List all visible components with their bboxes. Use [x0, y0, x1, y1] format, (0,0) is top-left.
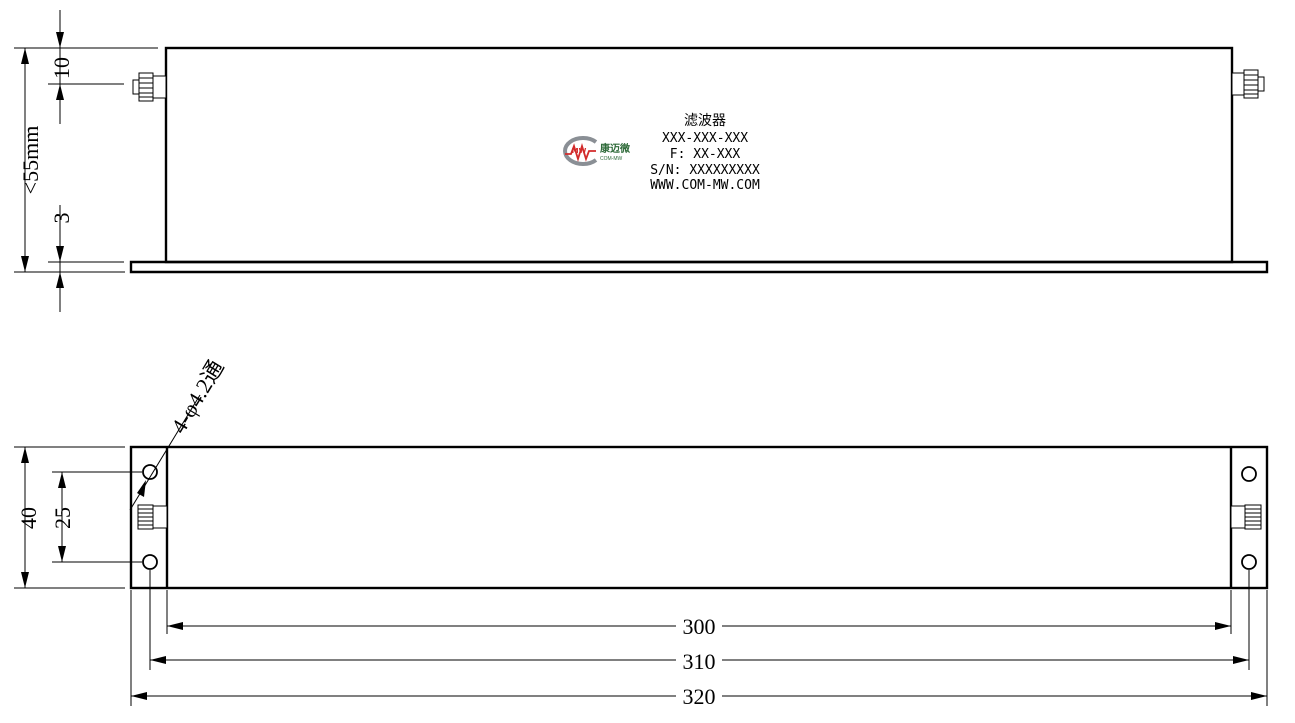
- logo-mark: MW: [572, 147, 587, 155]
- dim-hole-pitch-length: 310: [150, 649, 1249, 674]
- logo-wave: [565, 142, 596, 163]
- side-right-connector: [1231, 69, 1265, 99]
- dim-body-length-text: 300: [683, 614, 716, 639]
- label-model: XXX-XXX-XXX: [662, 131, 748, 146]
- dim-flange-thickness: 3: [48, 205, 124, 312]
- side-left-connector: [132, 72, 167, 102]
- logo-name: 康迈微: [600, 142, 631, 155]
- top-view-outline: [129, 445, 1269, 590]
- mounting-hole-top-left: [142, 464, 158, 480]
- label-serial: S/N: XXXXXXXXX: [650, 163, 760, 178]
- label-title: 滤波器: [684, 113, 726, 129]
- dim-hole-spacing-text: 25: [50, 507, 75, 529]
- dim-body-length: 300: [167, 614, 1231, 639]
- logo-ring: [563, 136, 598, 166]
- top-left-connector: [137, 504, 168, 530]
- side-view-flange: [129, 260, 1269, 274]
- product-label: 滤波器 XXX-XXX-XXX F: XX-XXX S/N: XXXXXXXXX…: [650, 113, 760, 193]
- dim-hole-pitch-length-text: 310: [683, 649, 716, 674]
- dim-overall-length: 320: [131, 684, 1267, 709]
- top-view: 4-φ4.2通 40 25: [14, 356, 1269, 709]
- hole-callout: 4-φ4.2通: [129, 356, 229, 511]
- hole-callout-text: 4-φ4.2通: [166, 356, 229, 438]
- dim-flange-thickness-text: 3: [49, 213, 74, 224]
- mounting-hole-top-right: [1241, 466, 1257, 482]
- dim-width-text: 40: [16, 507, 41, 529]
- dim-width: 40: [14, 446, 125, 589]
- dim-side-height: <55mm: [14, 47, 158, 273]
- label-website: WWW.COM-MW.COM: [650, 178, 760, 193]
- dim-connector-offset: 10: [48, 10, 124, 124]
- dim-connector-offset-text: 10: [49, 57, 74, 79]
- side-view: 滤波器 XXX-XXX-XXX F: XX-XXX S/N: XXXXXXXXX…: [14, 10, 1269, 312]
- company-logo: MW 康迈微 COM-MW: [563, 136, 631, 166]
- dim-overall-length-text: 320: [683, 684, 716, 709]
- mounting-hole-bottom-right: [1241, 554, 1257, 570]
- mounting-hole-bottom-left: [142, 554, 158, 570]
- dim-hole-spacing: 25: [50, 471, 142, 563]
- label-frequency: F: XX-XXX: [670, 147, 741, 162]
- top-right-connector: [1230, 504, 1262, 530]
- logo-subname: COM-MW: [600, 156, 622, 162]
- dim-side-height-text: <55mm: [18, 126, 43, 195]
